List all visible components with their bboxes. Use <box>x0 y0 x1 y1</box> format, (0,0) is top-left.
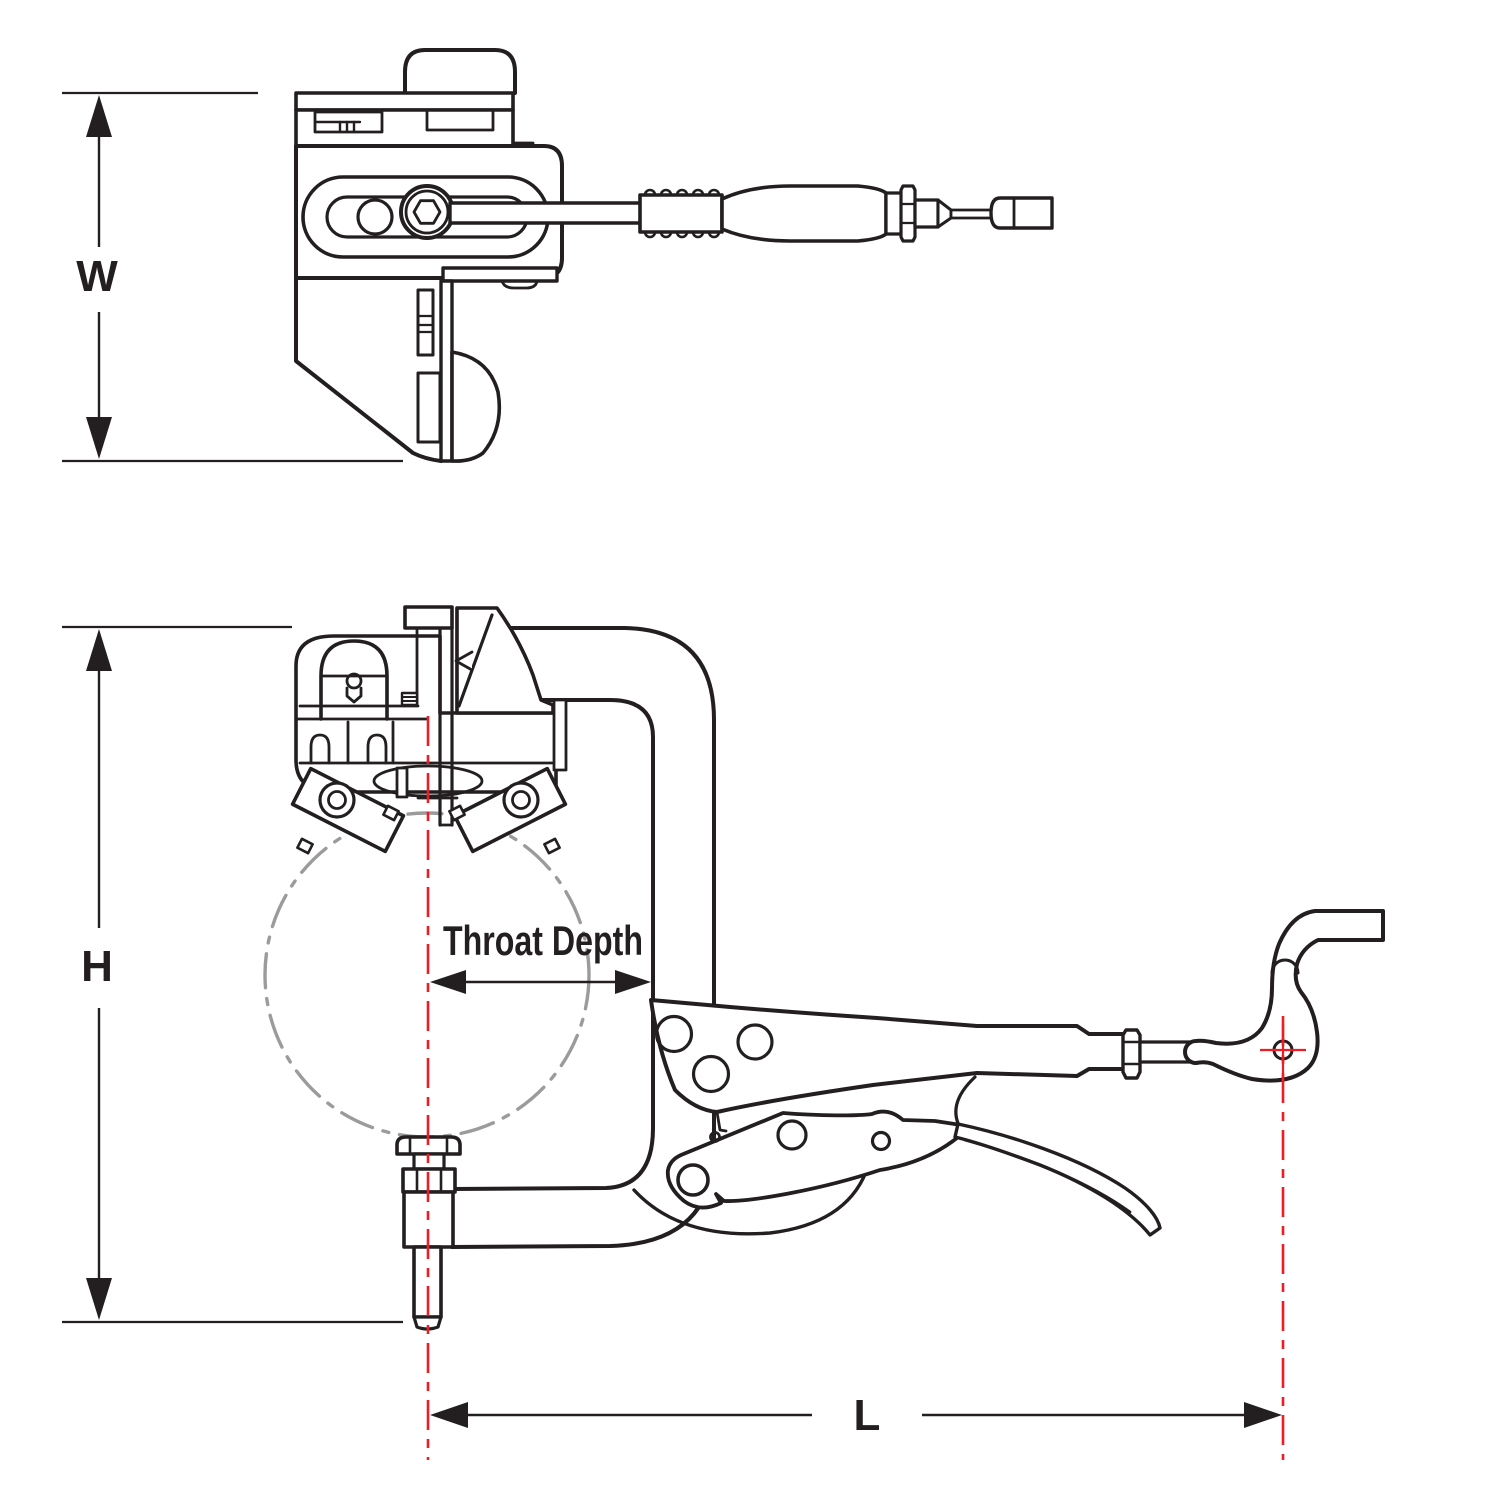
clamp-bolt-ring <box>404 189 450 235</box>
lever-pivot <box>676 1163 710 1197</box>
label-l: L <box>854 1391 881 1440</box>
bracket-strip <box>416 288 435 357</box>
block-slot <box>309 733 331 765</box>
arrowhead-right-icon <box>1244 1402 1282 1428</box>
arrowhead-left-icon <box>430 970 466 994</box>
dimension-l <box>430 1402 1282 1428</box>
handle-hex-nut <box>1121 1028 1142 1080</box>
strip-window <box>425 108 495 132</box>
handle-grip <box>638 193 724 234</box>
lever-hole <box>870 1130 892 1152</box>
swivel-pad-assembly <box>395 1135 462 1331</box>
top-view-handle <box>638 184 1054 243</box>
clamp-bolt-outer <box>399 184 455 240</box>
dome-notch <box>345 686 363 704</box>
arrowhead-up-icon <box>86 629 112 671</box>
lever-hole <box>709 1131 721 1143</box>
pad-cap <box>395 1135 462 1156</box>
right-pad-bolt-icon <box>502 781 540 819</box>
dimensions: W H Throat Depth L <box>62 91 1282 1440</box>
arrowhead-up-icon <box>86 95 112 137</box>
dimension-w <box>62 91 403 463</box>
head-strip <box>294 108 515 148</box>
screw-cone <box>936 198 953 229</box>
dimension-h <box>62 625 403 1324</box>
handle-rivet-tab <box>715 1110 728 1133</box>
release-blade <box>953 1122 1162 1237</box>
head-step <box>552 698 568 772</box>
bracket-pad <box>450 350 502 463</box>
slot-hole <box>356 198 394 236</box>
arrowhead-down-icon <box>86 417 112 459</box>
wedge-notch <box>454 650 474 672</box>
dome-pin-icon <box>345 672 363 690</box>
handle-hole <box>736 1023 774 1061</box>
clamp-bolt-hex <box>412 199 442 225</box>
handle-hole <box>691 1054 731 1094</box>
label-throat-depth: Throat Depth <box>443 917 643 964</box>
washer-stack <box>400 691 419 707</box>
pad-tooth <box>382 804 400 822</box>
link-curve <box>632 1170 868 1236</box>
label-w: W <box>76 252 118 301</box>
handle-hex-nut <box>899 184 917 243</box>
bracket-tab <box>500 279 539 290</box>
label-h: H <box>81 942 113 991</box>
workpiece-circle <box>263 811 591 1139</box>
side-head <box>294 605 568 827</box>
dimension-throat-depth <box>430 970 651 994</box>
bracket-bar <box>441 266 559 283</box>
side-view <box>263 605 1385 1331</box>
lever-hole <box>776 1119 808 1151</box>
head-top-bar <box>294 91 515 112</box>
crank-ear <box>1270 958 1300 975</box>
block-slot <box>366 733 388 765</box>
head-outline-lower <box>294 276 443 463</box>
release-linkage <box>632 1109 1162 1237</box>
screw-end-knob <box>989 196 1054 230</box>
top-screw-rod <box>448 201 662 225</box>
thin-screw <box>949 208 995 220</box>
blade-inner-line <box>963 1138 1132 1214</box>
crank-body <box>1183 909 1385 1083</box>
handle-hole <box>654 1014 694 1054</box>
head-dome <box>319 639 389 721</box>
centerlines <box>426 716 1306 1460</box>
arrowhead-right-icon <box>615 970 651 994</box>
top-view <box>294 48 1054 463</box>
arrowhead-down-icon <box>86 1278 112 1320</box>
handle-body <box>649 998 1126 1114</box>
bracket-strip <box>416 371 442 444</box>
left-pad-bolt-icon <box>318 781 356 819</box>
handle-shaft <box>720 184 888 243</box>
arrowhead-left-icon <box>430 1402 468 1428</box>
grip-knurl-bumps <box>643 188 721 239</box>
head-dome-top <box>403 48 517 95</box>
pad-tooth <box>448 804 466 822</box>
pad-tooth <box>543 837 561 855</box>
pad-tooth <box>296 837 314 855</box>
screw-tower-cap <box>403 605 454 630</box>
top-view-head <box>294 48 564 463</box>
block-side-tab <box>395 766 409 799</box>
fixed-handle <box>649 998 1194 1133</box>
handle-collar <box>913 198 940 229</box>
v-jaw-pads <box>290 766 568 855</box>
